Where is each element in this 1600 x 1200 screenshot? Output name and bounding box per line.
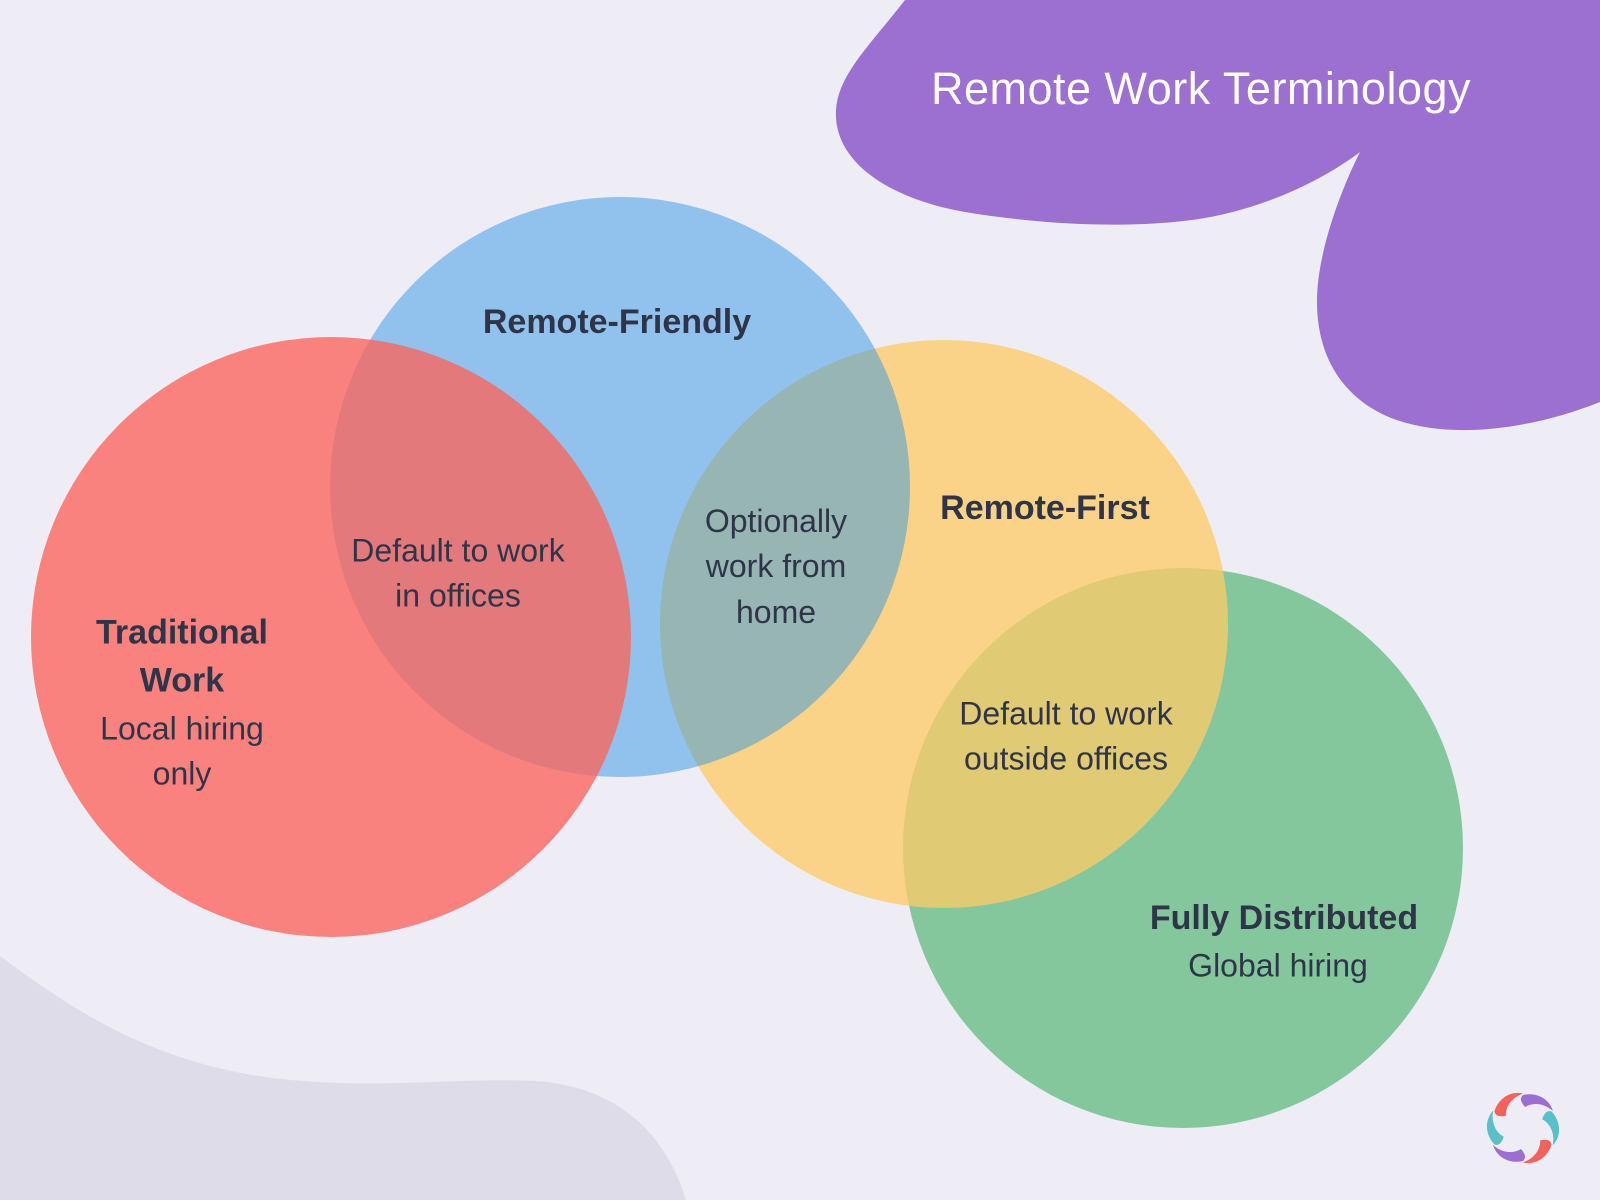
overlap-label-outside-offices: Default to work outside offices <box>959 695 1173 777</box>
venn-circle-remote-first <box>660 340 1228 908</box>
sublabel-traditional-work: Local hiring only <box>100 710 264 792</box>
logo-petals <box>1486 1092 1560 1164</box>
logo-petal-red-bottom-right <box>1522 1139 1552 1164</box>
page-title: Remote Work Terminology <box>930 63 1472 114</box>
label-remote-friendly: Remote-Friendly <box>482 302 752 341</box>
logo-petal-teal-left <box>1486 1110 1504 1145</box>
overlap-label-optionally-home: Optionally work from home <box>704 502 848 630</box>
logo-petal-purple-bottom-left <box>1493 1145 1526 1162</box>
label-remote-first: Remote-First <box>940 488 1150 527</box>
title-blob-shape <box>835 0 1600 431</box>
logo-petal-purple-top-right <box>1520 1094 1553 1111</box>
logo-petal-teal-right <box>1542 1111 1560 1146</box>
sublabel-fully-distributed: Global hiring <box>1188 947 1368 984</box>
venn-circle-traditional-work <box>31 337 631 937</box>
bottom-wave-shape <box>0 956 686 1200</box>
label-fully-distributed: Fully Distributed <box>1149 898 1419 937</box>
logo-petal-red-top-left <box>1494 1092 1524 1117</box>
brand-logo-icon <box>1486 1092 1560 1164</box>
overlap-label-offices: Default to work in offices <box>351 532 565 614</box>
label-traditional-work: Traditional Work <box>96 613 268 700</box>
